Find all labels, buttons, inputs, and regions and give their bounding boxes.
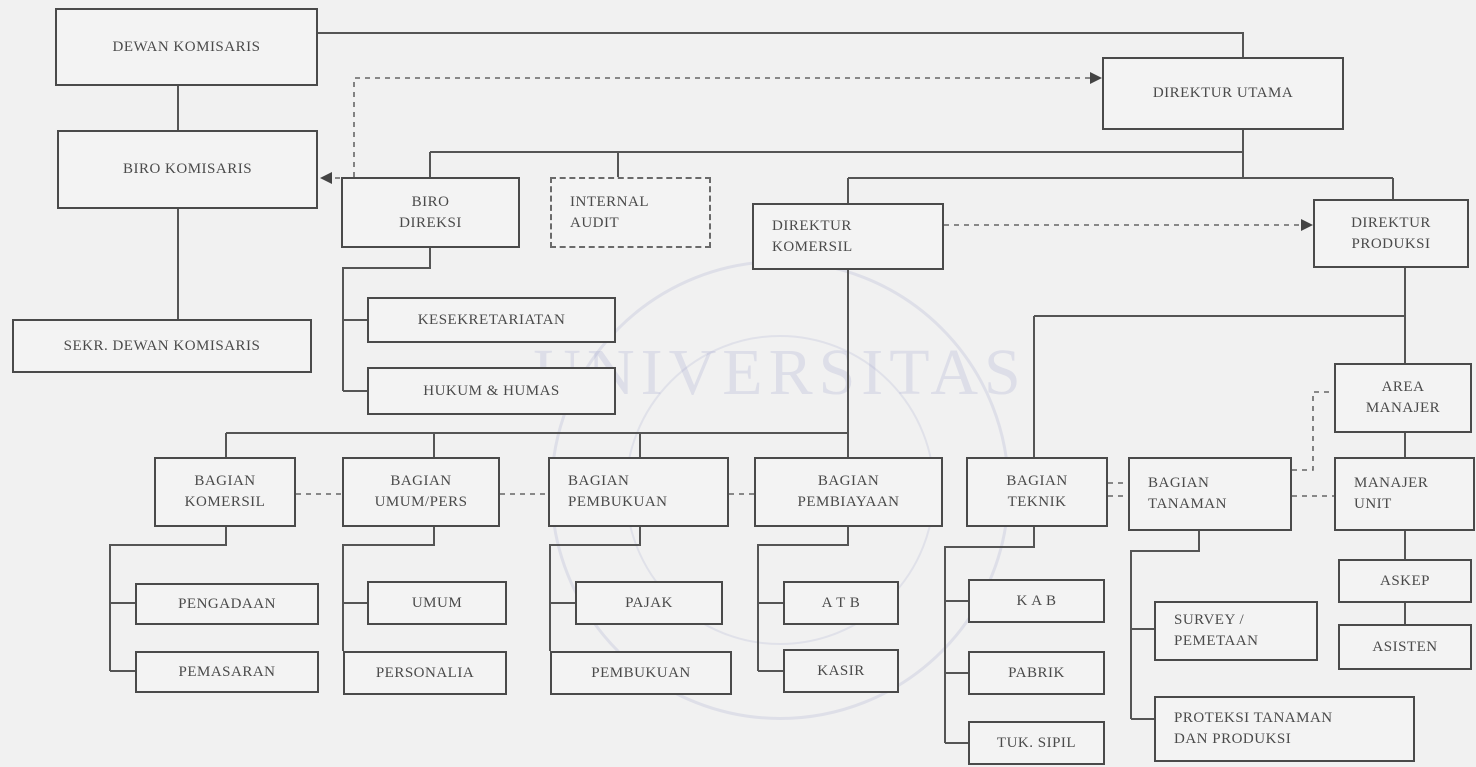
atb-box: A T B [783,581,899,625]
kab-box: K A B [968,579,1105,623]
dewan-komisaris-box: DEWAN KOMISARIS [55,8,318,86]
connector-bagian-umum-branch [342,527,435,651]
connector-bagian-komersil-branch [109,527,227,671]
connector-bagian-tanaman-branch [1130,531,1200,719]
direktur-produksi-box: DIREKTUR PRODUKSI [1313,199,1469,268]
biro-direksi-box: BIRO DIREKSI [341,177,520,248]
connector-dewan-direktur-utama [318,32,1244,57]
tuk-sipil-box: TUK. SIPIL [968,721,1105,765]
kesekretariatan-box: KESEKRETARIATAN [367,297,616,343]
manajer-unit-box: MANAJER UNIT [1334,457,1475,531]
bagian-komersil-box: BAGIAN KOMERSIL [154,457,296,527]
bagian-umum-pers-box: BAGIAN UMUM/PERS [342,457,500,527]
pemasaran-box: PEMASARAN [135,651,319,693]
personalia-box: PERSONALIA [343,651,507,695]
arrow-head-right [1090,72,1102,84]
direktur-komersil-box: DIREKTUR KOMERSIL [752,203,944,270]
kasir-box: KASIR [783,649,899,693]
arrow-head-left [320,172,332,184]
asisten-box: ASISTEN [1338,624,1472,670]
umum-box: UMUM [367,581,507,625]
direktur-utama-box: DIREKTUR UTAMA [1102,57,1344,130]
bagian-teknik-box: BAGIAN TEKNIK [966,457,1108,527]
connector-bagian-teknik-branch [944,527,1035,743]
askep-box: ASKEP [1338,559,1472,603]
dashed-link-direktur-biro-komisaris [330,77,1100,179]
connector-bagian-pembiayaan-branch [757,527,849,671]
pembukuan-box: PEMBUKUAN [550,651,732,695]
area-manajer-box: AREA MANAJER [1334,363,1472,433]
proteksi-tanaman-box: PROTEKSI TANAMAN DAN PRODUKSI [1154,696,1415,762]
pabrik-box: PABRIK [968,651,1105,695]
internal-audit-box: INTERNAL AUDIT [550,177,711,248]
pajak-box: PAJAK [575,581,723,625]
connector-biro-direksi-branch [342,248,431,391]
dashed-link-tanaman-area [1292,391,1334,471]
hukum-humas-box: HUKUM & HUMAS [367,367,616,415]
pengadaan-box: PENGADAAN [135,583,319,625]
bagian-tanaman-box: BAGIAN TANAMAN [1128,457,1292,531]
survey-pemetaan-box: SURVEY / PEMETAAN [1154,601,1318,661]
arrow-head-produksi [1301,219,1313,231]
biro-komisaris-box: BIRO KOMISARIS [57,130,318,209]
bagian-pembiayaan-box: BAGIAN PEMBIAYAAN [754,457,943,527]
connector-bagian-pembukuan-branch [549,527,641,651]
bagian-pembukuan-box: BAGIAN PEMBUKUAN [548,457,729,527]
sekr-dewan-komisaris-box: SEKR. DEWAN KOMISARIS [12,319,312,373]
